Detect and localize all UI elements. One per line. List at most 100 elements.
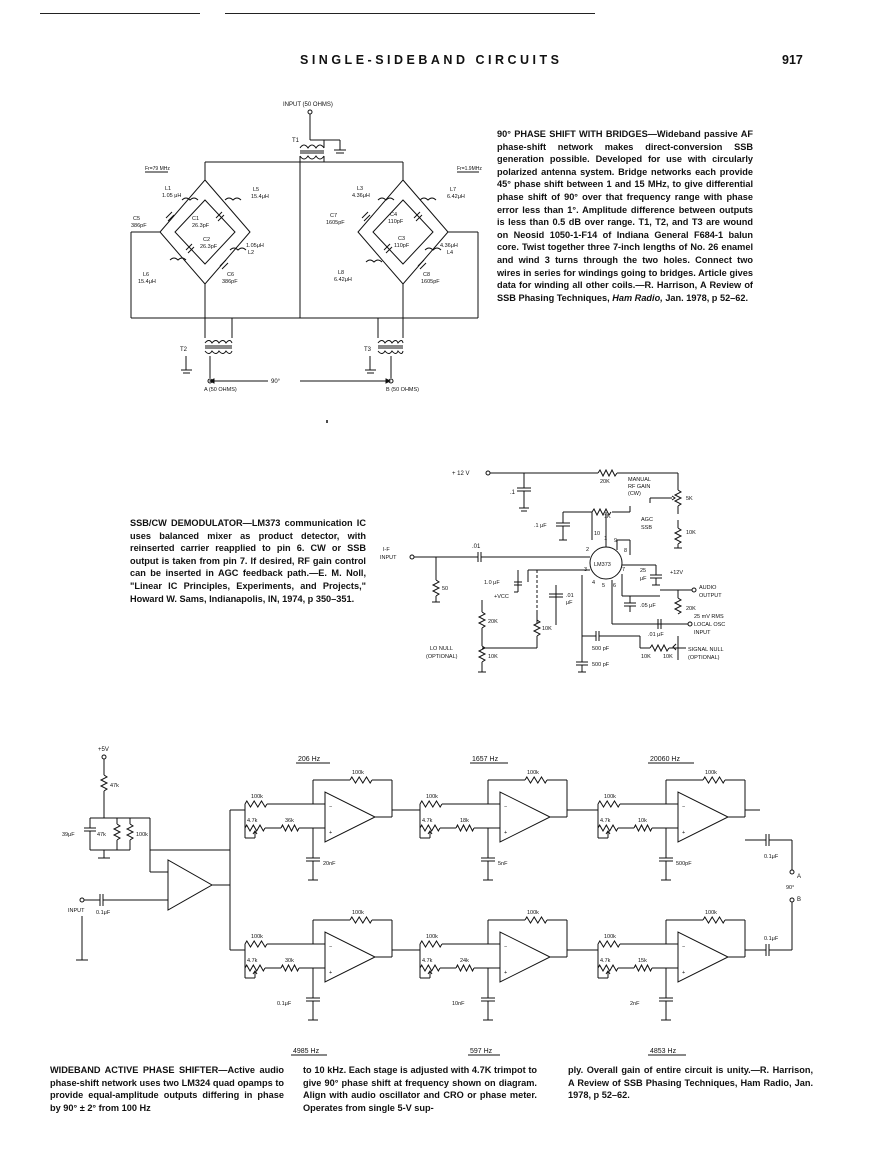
fig1-l6: L6: [143, 272, 149, 278]
fig1-output-b: B (50 OHMS): [386, 387, 419, 393]
fig2-pin-2: 2: [586, 547, 589, 553]
fig3-r47k-bottom: 47k: [97, 832, 106, 838]
fig3-opamp-bottom-3: [677, 931, 730, 983]
fig3-r100k-in-bottom-3: 100k: [604, 934, 616, 940]
fig3-opamp-minus-top-3: −: [682, 804, 685, 810]
fig3-opamp-top-2: [499, 791, 552, 843]
fig1-c8-value: 1605pF: [421, 279, 440, 285]
fig3-c-top-2: 5nF: [498, 861, 508, 867]
fig3-opamp-bottom-2: [499, 931, 552, 983]
fig3-r-top-1: 36k: [285, 818, 294, 824]
caption-bridge-phase-shifter: 90° PHASE SHIFT WITH BRIDGES—Wideband pa…: [497, 128, 753, 304]
caption1-publication: Ham Radio,: [612, 292, 663, 303]
fig2-rf-gain-1: MANUAL: [628, 477, 651, 483]
fig3-r100k-bias: 100k: [136, 832, 148, 838]
fig3-freq-4853: 4853 Hz: [650, 1048, 677, 1055]
fig1-l4-value: 4.36μH: [440, 243, 458, 249]
fig3-opamp-minus-bottom-2: −: [504, 944, 507, 950]
fig3-opamp-plus-bottom-3: +: [682, 970, 685, 976]
fig2-r10k-right: 10K: [686, 530, 696, 536]
caption3-column-1: WIDEBAND ACTIVE PHASE SHIFTER—Active aud…: [50, 1064, 284, 1114]
fig3-opamp-plus-top-2: +: [504, 830, 507, 836]
fig2-pin-6: 6: [613, 583, 616, 589]
fig1-c6: C6: [227, 272, 234, 278]
fig2-pin-7: 7: [622, 567, 625, 573]
fig2-pin-9: 9: [614, 538, 617, 544]
fig3-r100k-fb-bottom-2: 100k: [527, 910, 539, 916]
fig1-l4: L4: [447, 250, 453, 256]
fig3-r100k-fb-top-2: 100k: [527, 770, 539, 776]
fig3-r47k-top: 47k: [110, 783, 119, 789]
caption3-body-1: Active audio phase-shift network uses tw…: [50, 1065, 284, 1113]
fig3-out-c-top: 0.1μF: [764, 854, 779, 860]
fig2-c-500a: 500 pF: [592, 646, 610, 652]
fig3-c-top-3: 500pF: [676, 861, 692, 867]
top-rule-left: [40, 13, 200, 14]
fig2-pin-10: 10: [594, 531, 600, 537]
fig3-output-phase: 90°: [786, 885, 794, 891]
fig1-input-label: INPUT (50 OHMS): [283, 102, 333, 108]
running-title: SINGLE-SIDEBAND CIRCUITS: [300, 53, 563, 67]
fig1-c3-value: 110pF: [394, 243, 410, 249]
fig2-audio: AUDIO: [699, 585, 717, 591]
fig2-r20k-bottom: 20K: [686, 606, 696, 612]
fig3-r-bottom-2: 24k: [460, 958, 469, 964]
fig2-r20k-top: 20K: [600, 479, 610, 485]
fig1-c7: C7: [330, 213, 337, 219]
fig1-t1-winding: [299, 144, 325, 149]
fig3-r47k-trim-bottom-1: 4.7k: [247, 958, 258, 964]
fig2-signal-null-opt: (OPTIONAL): [688, 655, 720, 661]
fig1-c8: C8: [423, 272, 430, 278]
fig2-pin-8: 8: [624, 548, 627, 554]
fig3-freq-1657: 1657 Hz: [472, 756, 499, 763]
fig2-c-1uf: 1.0 μF: [484, 580, 500, 586]
fig2-c-01c: .01 μF: [648, 632, 664, 638]
caption3-publication: Ham Radio,: [740, 1077, 792, 1088]
fig3-freq-20060: 20060 Hz: [650, 756, 680, 763]
fig3-opamp-plus-bottom-2: +: [504, 970, 507, 976]
fig2-pin-5: 5: [602, 583, 605, 589]
fig3-opamp-minus-top-1: −: [329, 804, 332, 810]
caption1-reference-tail: Jan. 1978, p 52–62.: [662, 292, 749, 303]
fig2-r5k: 5K: [686, 496, 693, 502]
fig2-r1k: 1K: [604, 514, 611, 520]
fig2-lo-null-opt: (OPTIONAL): [426, 654, 458, 660]
fig3-opamp-plus-top-3: +: [682, 830, 685, 836]
fig3-r100k-fb-bottom-3: 100k: [705, 910, 717, 916]
caption3-column-2: to 10 kHz. Each stage is adjusted with 4…: [303, 1064, 537, 1114]
fig2-r10k-lo: 10K: [488, 654, 498, 660]
fig3-opamp-top-3: [677, 791, 730, 843]
fig1-l3-value: 4.36μH: [352, 193, 370, 199]
fig3-output-b-terminal: [789, 897, 795, 903]
fig1-c6-value: 386pF: [222, 279, 238, 285]
fig1-l1: L1: [165, 186, 171, 192]
fig3-out-c-bottom: 0.1μF: [764, 936, 779, 942]
fig1-c2-value: 26.3pF: [200, 244, 218, 250]
fig2-r20k-left: 20K: [488, 619, 498, 625]
fig2-r50: 50: [442, 586, 448, 592]
fig3-opamp-top-1: [324, 791, 377, 843]
fig3-r47k-trim-top-3: 4.7k: [600, 818, 611, 824]
fig2-c-01uf: .1 μF: [534, 523, 547, 529]
caption2-heading: SSB/CW DEMODULATOR—: [130, 518, 252, 528]
fig3-r100k-in-bottom-1: 100k: [251, 934, 263, 940]
fig2-pin-4: 4: [592, 580, 595, 586]
fig1-t1-label: T1: [292, 138, 300, 144]
caption2-body: LM373 communication IC uses balanced mix…: [130, 518, 366, 604]
fig3-freq-597: 597 Hz: [470, 1048, 493, 1055]
fig3-input-label: INPUT: [68, 908, 85, 914]
fig2-rf-gain-2: RF GAIN: [628, 484, 650, 490]
fig1-c4-value: 110pF: [388, 219, 404, 225]
fig2-c-01b-unit: μF: [566, 600, 573, 606]
fig3-r100k-fb-bottom-1: 100k: [352, 910, 364, 916]
fig1-l7: L7: [450, 187, 456, 193]
fig1-c5: C5: [133, 216, 140, 222]
fig1-c5-value: 386pF: [131, 223, 147, 229]
fig1-fr-right: Fr=1.9MHz: [457, 166, 482, 172]
fig3-r47k-trim-top-1: 4.7k: [247, 818, 258, 824]
fig3-c-in: 0.1μF: [96, 910, 111, 916]
fig3-r100k-in-bottom-2: 100k: [426, 934, 438, 940]
